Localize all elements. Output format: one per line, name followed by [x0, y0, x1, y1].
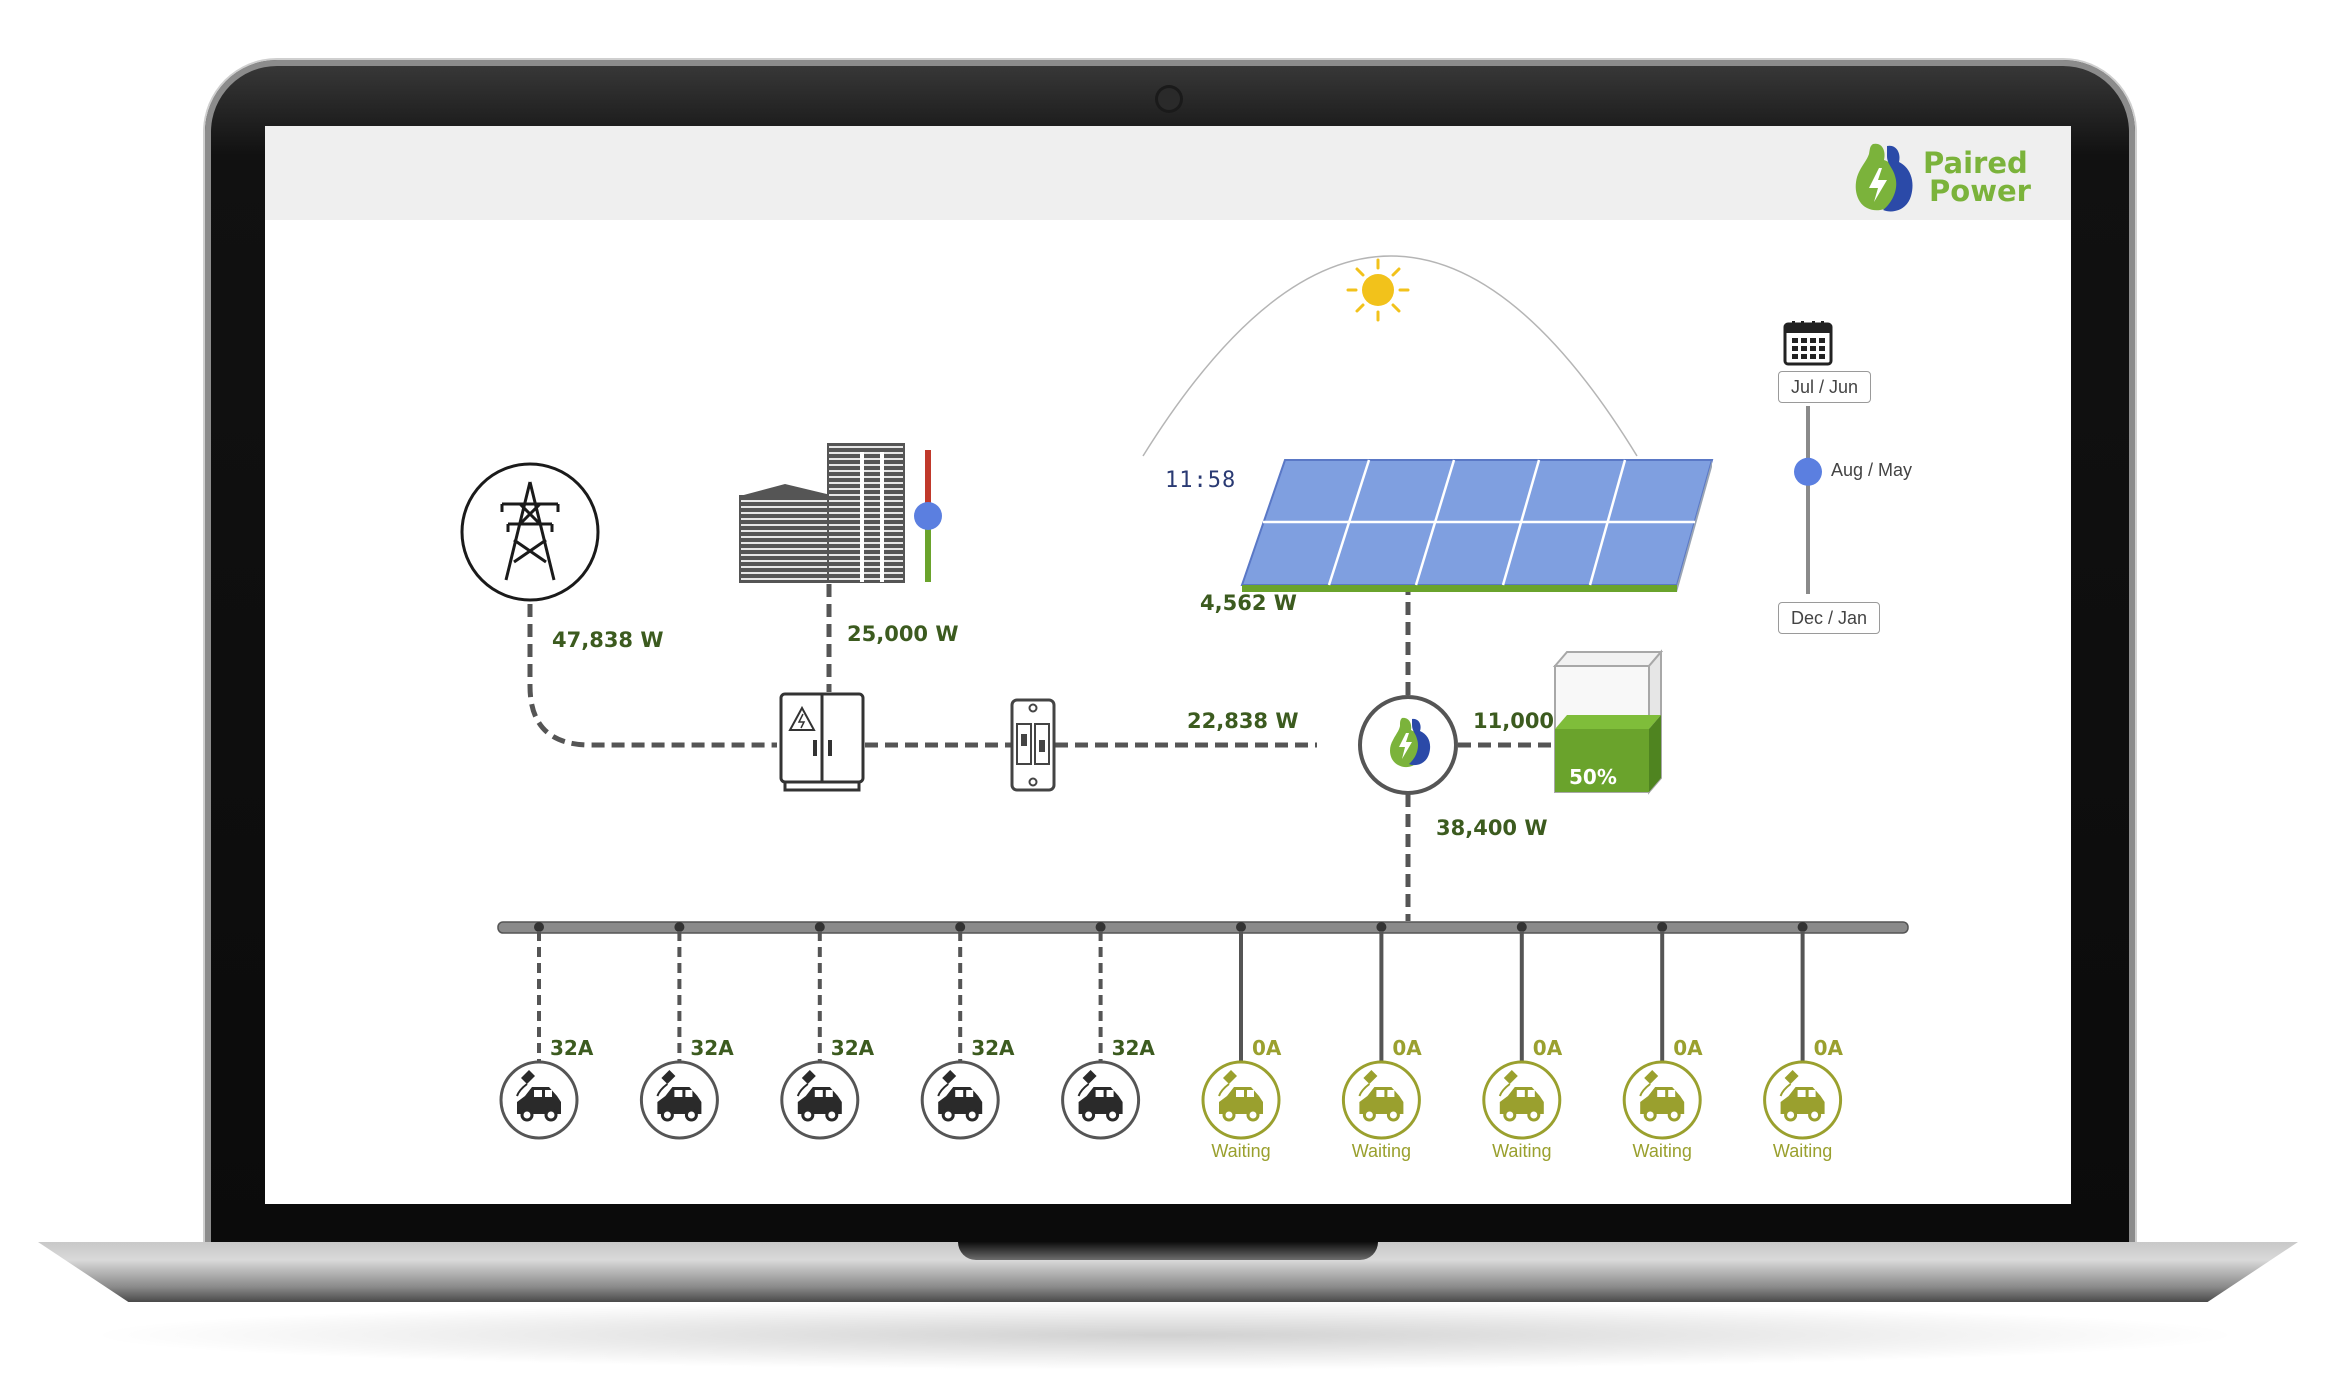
- grid-flow-label: 47,838 W: [552, 628, 664, 652]
- solar-clock: 11:58: [1165, 468, 1236, 493]
- charger-item[interactable]: 0A Waiting: [1622, 922, 1703, 1161]
- ev-charger-icon[interactable]: [920, 1060, 1000, 1140]
- charger-item[interactable]: 0A Waiting: [1763, 922, 1844, 1161]
- charger-current-label: 32A: [831, 1036, 875, 1060]
- battery-fill-level: [1555, 729, 1649, 792]
- energy-flow-diagram: 47,838 W 25,000 W: [460, 255, 1909, 1161]
- season-option-bottom[interactable]: Dec / Jan: [1778, 602, 1881, 634]
- charger-current-label: 0A: [1252, 1036, 1282, 1060]
- hub-flow-label: 22,838 W: [1187, 709, 1299, 733]
- solar-panel-icon[interactable]: [1240, 459, 1714, 592]
- sun-icon: [1346, 258, 1410, 322]
- charger-status-label: Waiting: [1492, 1141, 1551, 1161]
- bus-tap: [674, 922, 685, 932]
- electrical-panel-icon[interactable]: [779, 692, 865, 792]
- chargers-flow-label: 38,400 W: [1436, 816, 1548, 840]
- sun-path-arc: [1142, 255, 1638, 457]
- building-load-slider[interactable]: [914, 450, 942, 582]
- ev-charger-icon[interactable]: [1061, 1060, 1141, 1140]
- ev-charger-icon[interactable]: [1482, 1060, 1562, 1140]
- charger-item[interactable]: 0A Waiting: [1341, 922, 1422, 1161]
- charger-current-label: 0A: [1392, 1036, 1422, 1060]
- bus-tap: [955, 922, 966, 932]
- charger-current-label: 0A: [1673, 1036, 1703, 1060]
- circuit-breaker-icon[interactable]: [1010, 698, 1056, 792]
- charger-current-label: 32A: [1112, 1036, 1156, 1060]
- bus-tap: [1516, 922, 1527, 932]
- charger-item[interactable]: 32A: [1061, 922, 1156, 1140]
- charger-current-label: 32A: [971, 1036, 1015, 1060]
- app-screen: Paired Power: [265, 126, 2071, 1204]
- building-slider-knob[interactable]: [914, 502, 942, 530]
- season-option-top[interactable]: Jul / Jun: [1778, 371, 1872, 403]
- webcam: [1158, 88, 1180, 110]
- charger-row: 32A 32A 32A 32A 32A 0A Waiting 0A Waiting 0A Waiti…: [499, 922, 1844, 1161]
- logo-text-line1: Paired: [1923, 146, 2028, 180]
- charger-item[interactable]: 32A: [920, 922, 1015, 1140]
- charger-current-label: 0A: [1814, 1036, 1844, 1060]
- bus-tap: [534, 922, 544, 932]
- charger-current-label: 0A: [1533, 1036, 1563, 1060]
- ev-charger-icon[interactable]: [1341, 1060, 1421, 1140]
- bus-tap: [1797, 922, 1808, 932]
- ev-charger-icon[interactable]: [780, 1060, 860, 1140]
- building-flow-label: 25,000 W: [847, 622, 959, 646]
- bus-tap: [1376, 922, 1387, 932]
- logo-text-line2: Power: [1929, 174, 2031, 208]
- ev-charger-icon[interactable]: [499, 1060, 579, 1140]
- transmission-tower-icon[interactable]: [460, 462, 600, 602]
- charger-item[interactable]: 32A: [499, 922, 594, 1140]
- solar-flow-label: 4,562 W: [1200, 591, 1297, 615]
- bus-tap: [1657, 922, 1668, 932]
- office-building-icon[interactable]: [739, 443, 905, 583]
- battery-percent-label: 50%: [1569, 765, 1617, 789]
- paired-power-logo[interactable]: Paired Power: [1853, 138, 2031, 216]
- charger-status-label: Waiting: [1352, 1141, 1411, 1161]
- flow-lines: [527, 582, 1555, 921]
- ev-charger-icon[interactable]: [1622, 1060, 1702, 1140]
- ev-charger-icon[interactable]: [1201, 1060, 1281, 1140]
- season-option-selected[interactable]: Aug / May: [1831, 459, 1913, 480]
- charger-status-label: Waiting: [1633, 1141, 1692, 1161]
- bus-tap: [814, 922, 825, 932]
- laptop-notch: [958, 1242, 1378, 1260]
- charger-status-label: Waiting: [1211, 1141, 1270, 1161]
- ev-charger-icon[interactable]: [639, 1060, 719, 1140]
- ev-charger-icon[interactable]: [1763, 1060, 1843, 1140]
- bus-tap: [1236, 922, 1246, 932]
- paired-power-hub-icon[interactable]: [1358, 695, 1458, 795]
- laptop-shadow: [80, 1300, 2250, 1370]
- charger-current-label: 32A: [550, 1036, 594, 1060]
- charger-item[interactable]: 32A: [780, 922, 875, 1140]
- bus-tap: [1095, 922, 1106, 932]
- calendar-icon[interactable]: [1783, 321, 1833, 366]
- charger-item[interactable]: 0A Waiting: [1201, 922, 1282, 1161]
- battery-storage-icon[interactable]: [1552, 649, 1664, 795]
- charger-bus-bar: [497, 921, 1909, 934]
- charger-item[interactable]: 0A Waiting: [1482, 922, 1563, 1161]
- charger-item[interactable]: 32A: [639, 922, 734, 1140]
- grid-flow-line: [527, 604, 777, 748]
- charger-current-label: 32A: [690, 1036, 734, 1060]
- charger-status-label: Waiting: [1773, 1141, 1832, 1161]
- paired-power-logo-icon: [1855, 143, 1913, 212]
- top-bar: Paired Power: [265, 126, 2071, 220]
- season-slider-knob[interactable]: [1794, 457, 1822, 486]
